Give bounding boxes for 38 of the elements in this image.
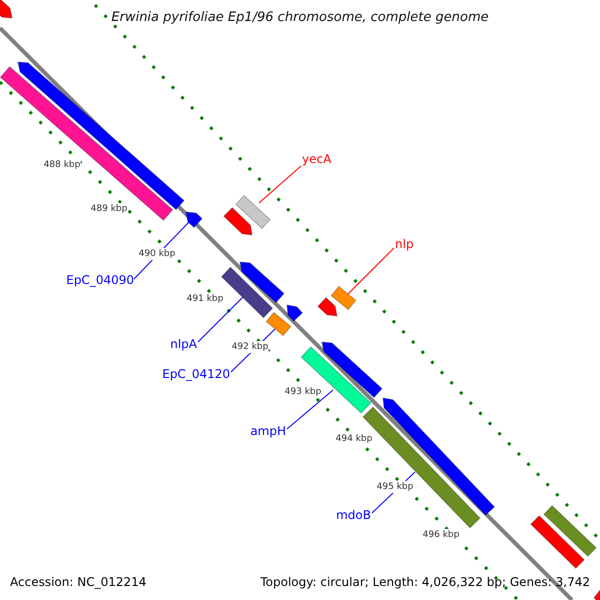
scale-label: 488 kbp (44, 159, 80, 171)
gene-feature (530, 515, 585, 569)
scale-label: 489 kbp (90, 203, 128, 215)
gene-feature (286, 304, 304, 322)
gene-label: nlp (395, 236, 414, 252)
scale-label: 493 kbp (284, 386, 322, 398)
gene-label: mdoB (336, 507, 371, 523)
gene-label: EpC_04120 (162, 366, 230, 382)
gene-label: ampH (250, 423, 286, 439)
gene-label: yecA (302, 151, 332, 167)
gene-feature (0, 66, 174, 221)
leader-line (258, 166, 302, 204)
accession-text: Accession: NC_012214 (10, 574, 146, 590)
title: Erwinia pyrifoliae Ep1/96 chromosome, complete genome (110, 10, 490, 26)
scale-label: 495 kbp (376, 481, 414, 493)
leader-line (286, 390, 334, 430)
leader-line (198, 296, 244, 342)
gene-feature (0, 0, 13, 19)
gene-feature (330, 286, 356, 310)
gene-feature (239, 261, 285, 304)
gene-feature (235, 194, 271, 230)
gene-feature (317, 296, 338, 317)
scale-label: 491 kbp (186, 293, 224, 305)
scale-label: 496 kbp (422, 529, 460, 541)
scale-label: 490 kbp (138, 248, 176, 260)
gene-feature (266, 312, 292, 336)
gene-feature (185, 211, 203, 228)
gene-label: nlpA (170, 336, 197, 352)
gene-feature (543, 505, 597, 557)
scale-label: 492 kbp (232, 341, 268, 353)
scale-label: 494 kbp (336, 433, 372, 445)
gene-feature (321, 341, 383, 398)
gene-label: EpC_04090 (66, 272, 134, 288)
genome-info-text: Topology: circular; Length: 4,026,322 bp; Genes: 3,742 (260, 574, 590, 590)
gene-feature (593, 589, 600, 600)
gene-feature (300, 346, 372, 414)
gene-feature (223, 207, 253, 236)
leader-line (348, 248, 394, 294)
